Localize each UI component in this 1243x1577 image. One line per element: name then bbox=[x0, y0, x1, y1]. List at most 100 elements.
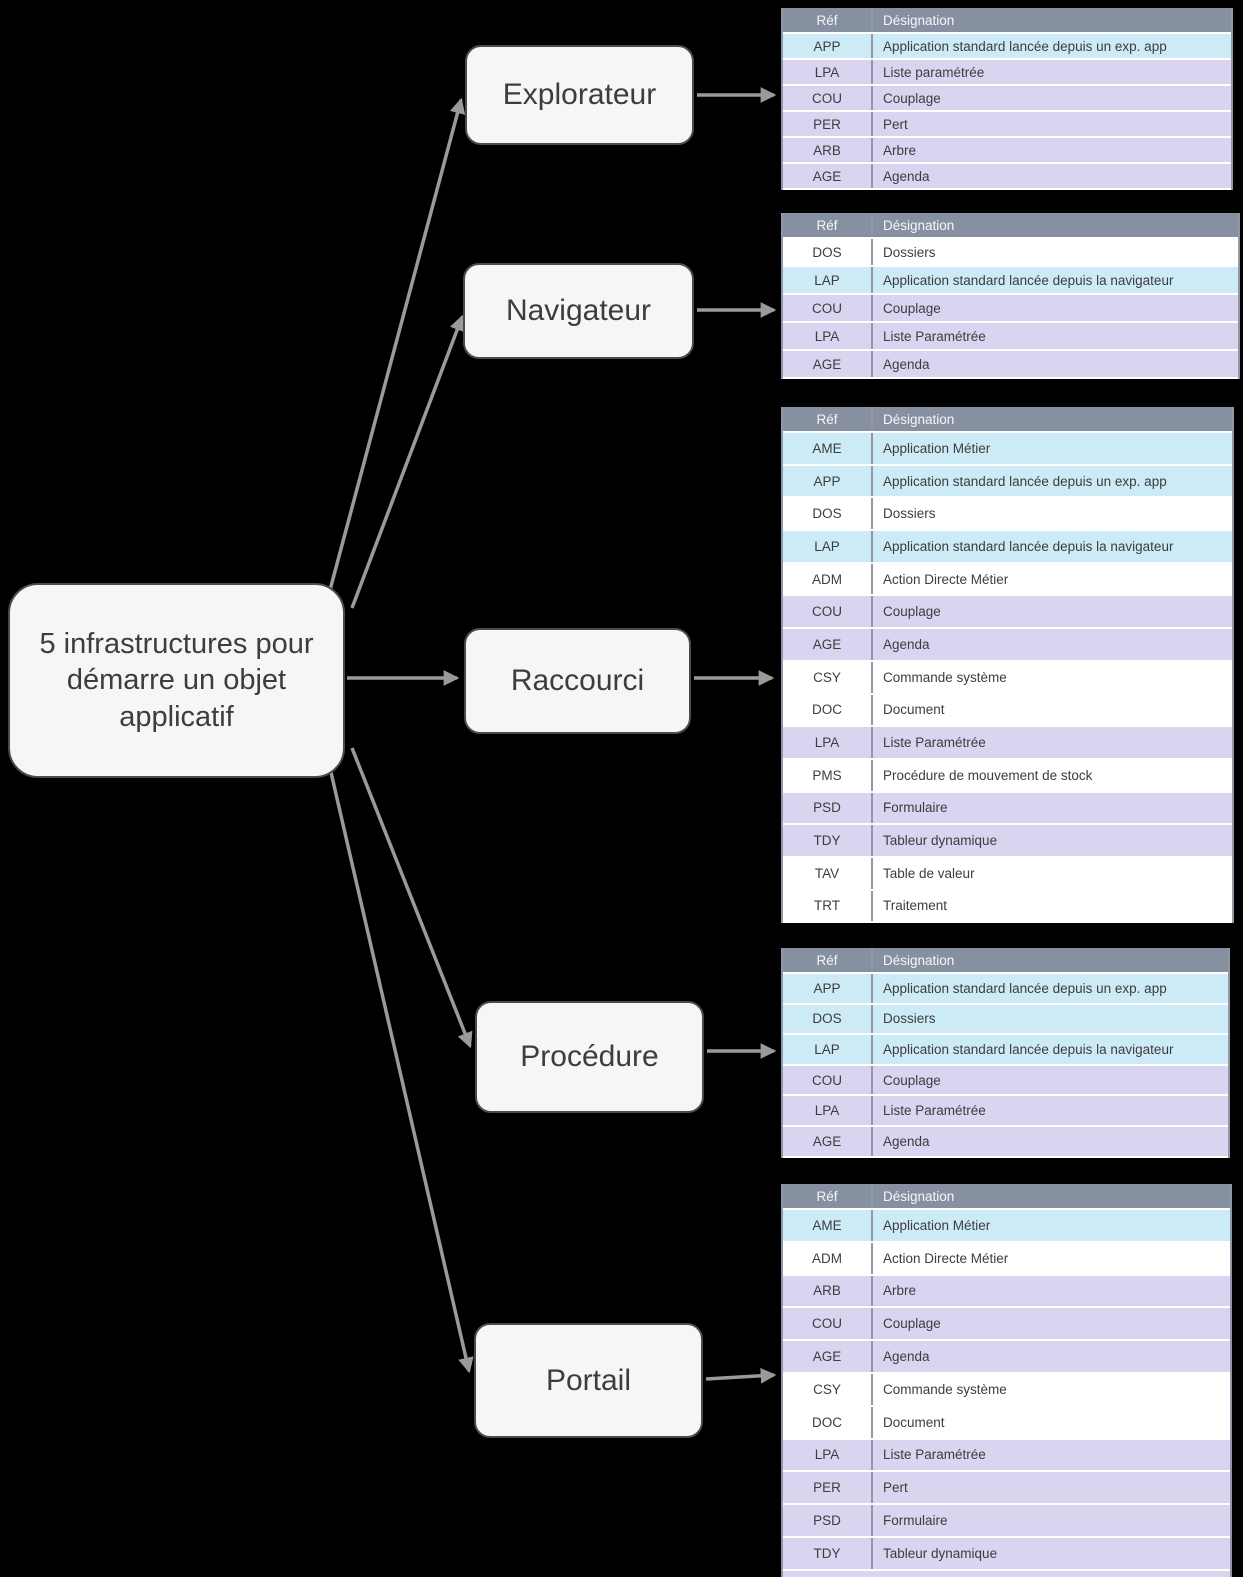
table-row: TAV Table de valeur bbox=[783, 857, 1232, 891]
ref-cell: APP bbox=[783, 34, 873, 58]
ref-cell: DOS bbox=[783, 239, 873, 265]
ref-cell: DOS bbox=[783, 498, 873, 530]
designation-cell: Tableur dynamique bbox=[883, 833, 998, 849]
ref-cell: ARB bbox=[783, 138, 873, 162]
ref-cell: PMS bbox=[783, 759, 873, 791]
node-label: Procédure bbox=[520, 1040, 659, 1073]
ref-cell: ADM bbox=[783, 1242, 873, 1274]
edge-portail-table bbox=[705, 1367, 777, 1384]
table-header-row: Réf Désignation bbox=[783, 1184, 1230, 1210]
designation-cell: Application standard lancée depuis un ex… bbox=[883, 980, 1167, 996]
table-row: PMS Procédure de mouvement de stock bbox=[783, 759, 1232, 793]
designation-column-header: Désignation bbox=[883, 12, 955, 28]
designation-cell: Action Directe Métier bbox=[883, 1250, 1009, 1266]
table-row: AGE Agenda bbox=[783, 351, 1238, 379]
table-header-row: Réf Désignation bbox=[783, 213, 1238, 239]
node-portail: Portail bbox=[474, 1323, 703, 1438]
ref-cell: TDY bbox=[783, 825, 873, 856]
designation-cell: Pert bbox=[883, 1480, 908, 1496]
designation-column-header: Désignation bbox=[883, 1188, 955, 1204]
ref-cell: LPA bbox=[783, 60, 873, 84]
ref-cell: LPA bbox=[783, 1096, 873, 1125]
ref-cell: ADM bbox=[783, 563, 873, 595]
designation-cell: Table de valeur bbox=[883, 865, 975, 881]
ref-column-header: Réf bbox=[783, 213, 873, 237]
table-row: APP Application standard lancée depuis un… bbox=[783, 974, 1228, 1005]
edge-root-portail bbox=[328, 767, 474, 1374]
designation-cell: Application standard lancée depuis la na… bbox=[883, 1041, 1174, 1057]
node-label: Raccourci bbox=[510, 664, 645, 697]
designation-cell: Formulaire bbox=[883, 800, 948, 816]
designation-cell: Agenda bbox=[883, 168, 930, 184]
ref-cell: LAP bbox=[783, 1035, 873, 1064]
root-node-label: 5 infrastructures pour démarre un objet … bbox=[39, 627, 314, 733]
ref-cell: TDY bbox=[783, 1537, 873, 1569]
node-label: Explorateur bbox=[502, 78, 657, 111]
ref-cell: LPA bbox=[783, 727, 873, 758]
node-navigateur: Navigateur bbox=[463, 263, 694, 359]
node-explorateur: Explorateur bbox=[465, 45, 694, 145]
table-row: AGE Agenda bbox=[783, 629, 1232, 662]
ref-cell: COU bbox=[783, 596, 873, 628]
table-row: LPA Liste Paramétrée bbox=[783, 727, 1232, 760]
designation-cell: Application standard lancée depuis la na… bbox=[883, 272, 1174, 288]
root-node: 5 infrastructures pour démarre un objet … bbox=[8, 583, 345, 778]
designation-cell: Document bbox=[883, 702, 945, 718]
ref-cell: CSY bbox=[783, 1373, 873, 1405]
ref-cell: AGE bbox=[783, 351, 873, 377]
designation-cell: Procédure de mouvement de stock bbox=[883, 767, 1093, 783]
designation-column-header: Désignation bbox=[883, 217, 955, 233]
ref-cell: AME bbox=[783, 433, 873, 464]
ref-cell: AGE bbox=[783, 629, 873, 660]
designation-cell: Application standard lancée depuis un ex… bbox=[883, 473, 1167, 489]
designation-cell: Liste Paramétrée bbox=[883, 1447, 986, 1463]
designation-cell: Agenda bbox=[883, 356, 930, 372]
edge-root-procedure bbox=[350, 747, 473, 1049]
designation-cell: Agenda bbox=[883, 1349, 930, 1365]
table-row: ADM Action Directe Métier bbox=[783, 1242, 1230, 1276]
ref-cell: TAV bbox=[783, 857, 873, 889]
designation-cell: Arbre bbox=[883, 142, 917, 158]
ref-cell: DOC bbox=[783, 694, 873, 726]
ref-cell: PSD bbox=[783, 1505, 873, 1536]
designation-cell: Couplage bbox=[883, 300, 941, 316]
designation-cell: Formulaire bbox=[883, 1513, 948, 1529]
node-label: Navigateur bbox=[505, 294, 652, 327]
designation-cell: Agenda bbox=[883, 636, 930, 652]
ref-cell: DOS bbox=[783, 1004, 873, 1034]
ref-column-header: Réf bbox=[783, 1184, 873, 1208]
designation-cell: Liste Paramétrée bbox=[883, 735, 986, 751]
designation-cell: Couplage bbox=[883, 90, 941, 106]
designation-cell: Couplage bbox=[883, 1072, 941, 1088]
ref-cell: APP bbox=[783, 974, 873, 1003]
ref-cell: LAP bbox=[783, 531, 873, 562]
